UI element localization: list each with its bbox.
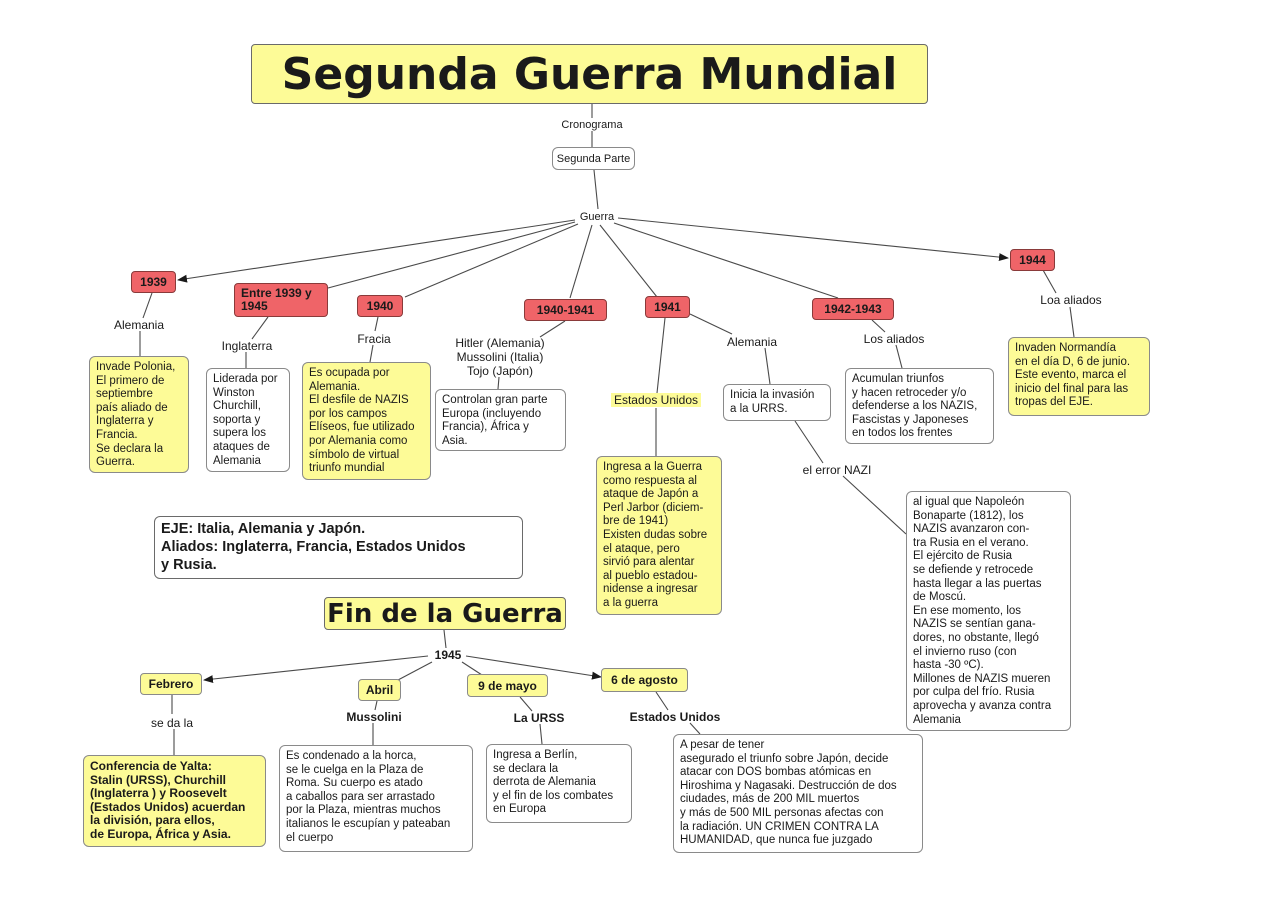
box-invasion-urrs: Inicia la invasión a la URRS. bbox=[723, 384, 831, 421]
link-alemania-1941: Alemania bbox=[726, 334, 778, 349]
fin-de-la-guerra-title: Fin de la Guerra bbox=[324, 597, 566, 630]
box-acumulan-triunfos: Acumulan triunfos y hacen retroceder y/o… bbox=[845, 368, 994, 444]
year-1945-label: 1945 bbox=[434, 648, 462, 662]
month-abril: Abril bbox=[358, 679, 401, 701]
link-inglaterra: Inglaterra bbox=[221, 338, 273, 353]
year-1941: 1941 bbox=[645, 296, 690, 318]
year-1940: 1940 bbox=[357, 295, 403, 317]
link-hitler-mussolini-tojo: Hitler (Alemania) Mussolini (Italia) Toj… bbox=[455, 335, 545, 378]
guerra-label: Guerra bbox=[579, 210, 615, 223]
box-churchill: Liderada por Winston Churchill, soporta … bbox=[206, 368, 290, 472]
link-se-da-la: se da la bbox=[150, 715, 194, 730]
date-6-de-agosto: 6 de agosto bbox=[601, 668, 688, 692]
link-error-nazi: el error NAZI bbox=[802, 462, 872, 477]
month-febrero: Febrero bbox=[140, 673, 202, 695]
link-alemania-1939: Alemania bbox=[113, 317, 165, 332]
estados-unidos-text: Estados Unidos bbox=[610, 393, 702, 407]
link-la-urss: La URSS bbox=[513, 710, 565, 725]
year-1944: 1944 bbox=[1010, 249, 1055, 271]
segunda-parte-node: Segunda Parte bbox=[552, 147, 635, 170]
box-ocupada-por-alemania: Es ocupada por Alemania. El desfile de N… bbox=[302, 362, 431, 480]
box-ingresa-berlin: Ingresa a Berlín, se declara la derrota … bbox=[486, 744, 632, 823]
cronograma-label: Cronograma bbox=[561, 118, 623, 131]
year-1940-1941: 1940-1941 bbox=[524, 299, 607, 321]
box-controlan-europa: Controlan gran parte Europa (incluyendo … bbox=[435, 389, 566, 451]
box-conferencia-yalta: Conferencia de Yalta: Stalin (URSS), Chu… bbox=[83, 755, 266, 847]
box-invaden-normandia: Invaden Normandía en el día D, 6 de juni… bbox=[1008, 337, 1150, 416]
box-invade-polonia: Invade Polonia, El primero de septiembre… bbox=[89, 356, 189, 473]
year-1939-1945: Entre 1939 y 1945 bbox=[234, 283, 328, 317]
link-estados-unidos-fin: Estados Unidos bbox=[629, 709, 721, 724]
year-1939: 1939 bbox=[131, 271, 176, 293]
link-los-aliados: Los aliados bbox=[863, 331, 925, 346]
box-ingresa-guerra: Ingresa a la Guerra como respuesta al at… bbox=[596, 456, 722, 615]
box-mussolini-condenado: Es condenado a la horca, se le cuelga en… bbox=[279, 745, 473, 852]
link-fracia: Fracia bbox=[357, 331, 391, 346]
box-error-napoleon: al igual que Napoleón Bonaparte (1812), … bbox=[906, 491, 1071, 731]
link-estados-unidos: Estados Unidos bbox=[606, 392, 706, 408]
link-loa-aliados: Loa aliados bbox=[1040, 292, 1102, 307]
alliance-legend: EJE: Italia, Alemania y Japón. Aliados: … bbox=[154, 516, 523, 579]
main-title: Segunda Guerra Mundial bbox=[251, 44, 928, 104]
date-9-de-mayo: 9 de mayo bbox=[467, 674, 548, 697]
year-1942-1943: 1942-1943 bbox=[812, 298, 894, 320]
link-mussolini: Mussolini bbox=[346, 709, 402, 724]
box-bombas-atomicas: A pesar de tener asegurado el triunfo so… bbox=[673, 734, 923, 853]
